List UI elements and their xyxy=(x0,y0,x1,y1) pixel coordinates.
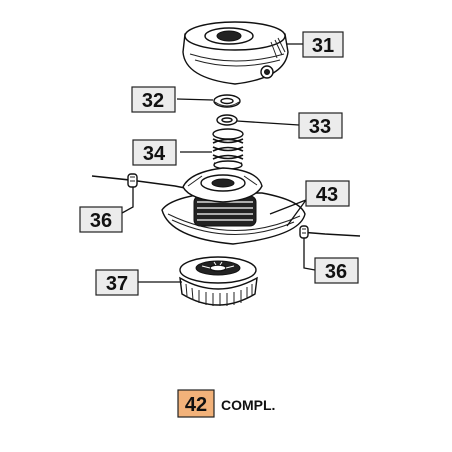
footer-assembly-label: 42 COMPL. xyxy=(177,389,275,418)
leader-43b xyxy=(286,199,307,227)
callout-36-left: 36 xyxy=(79,206,123,233)
callout-36-right-text: 36 xyxy=(325,261,347,283)
cover-part xyxy=(182,21,289,85)
bump-knob-part xyxy=(179,256,258,306)
callout-36-left-text: 36 xyxy=(90,210,112,232)
callout-31: 31 xyxy=(302,31,344,58)
callout-34-text: 34 xyxy=(143,143,166,165)
callout-32-text: 32 xyxy=(142,90,164,112)
leader-33 xyxy=(236,120,300,126)
callout-31-text: 31 xyxy=(312,35,334,57)
callout-36-right: 36 xyxy=(314,257,359,284)
callout-33: 33 xyxy=(298,112,343,139)
eyelet-left-part xyxy=(127,173,138,188)
washer-part xyxy=(213,94,241,108)
callout-37-text: 37 xyxy=(106,273,128,295)
ring-part xyxy=(216,114,238,126)
leader-43a xyxy=(269,199,307,215)
callout-43-text: 43 xyxy=(316,184,338,206)
callout-34: 34 xyxy=(132,139,177,166)
callout-37: 37 xyxy=(95,269,139,296)
assembly-label: COMPL. xyxy=(221,397,275,413)
callout-43: 43 xyxy=(305,180,350,207)
trimmer-line-right xyxy=(299,231,361,237)
callout-33-text: 33 xyxy=(309,116,331,138)
assembly-part-number: 42 xyxy=(185,394,207,416)
spool-housing-part xyxy=(161,167,306,245)
spring-part xyxy=(212,128,244,170)
eyelet-right-part xyxy=(299,225,309,239)
leader-36-left xyxy=(121,187,134,214)
leader-32 xyxy=(176,98,214,101)
callout-32: 32 xyxy=(131,86,176,113)
leader-36-right xyxy=(303,238,316,271)
